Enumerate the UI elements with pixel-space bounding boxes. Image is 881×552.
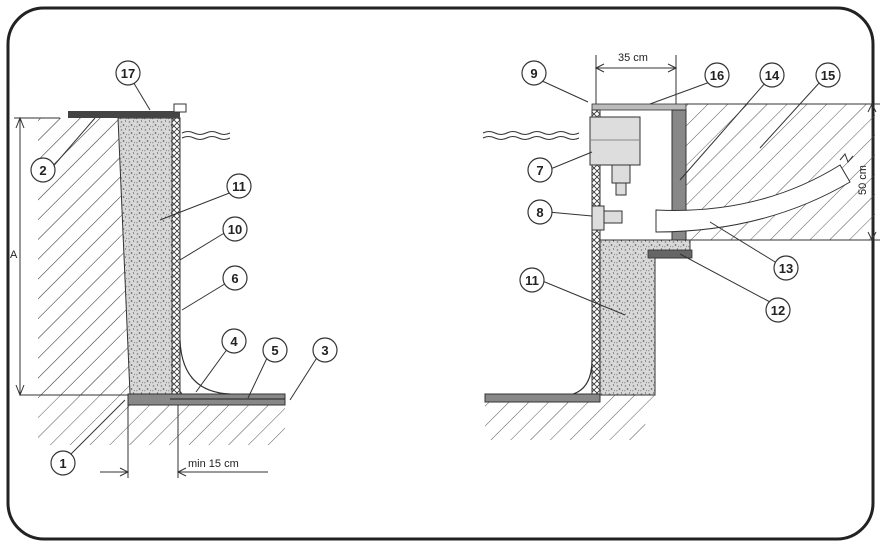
callout-5: 5 <box>262 337 288 363</box>
callout-9: 9 <box>521 60 547 86</box>
liner-cove <box>179 339 231 395</box>
svg-text:16: 16 <box>710 68 724 83</box>
soil-left-upper <box>38 118 120 395</box>
right-section: 35 cm 50 cm 9 16 <box>482 52 880 440</box>
svg-text:11: 11 <box>525 273 539 288</box>
svg-text:10: 10 <box>228 222 242 237</box>
svg-text:13: 13 <box>779 261 793 276</box>
svg-text:5: 5 <box>271 343 278 358</box>
dimension-a-label: A <box>10 249 18 261</box>
soil-right <box>485 104 875 440</box>
svg-text:15: 15 <box>821 68 835 83</box>
width-top-label: 35 cm <box>618 52 648 64</box>
svg-text:4: 4 <box>230 334 238 349</box>
depth-right-label: 50 cm <box>857 165 869 195</box>
return-nozzle <box>591 205 605 231</box>
svg-text:1: 1 <box>59 456 66 471</box>
callout-6: 6 <box>222 265 248 291</box>
coping-right <box>591 103 687 111</box>
callout-3: 3 <box>312 337 338 363</box>
callout-14: 14 <box>759 62 785 88</box>
callout-11-right: 11 <box>519 267 545 293</box>
callout-2: 2 <box>30 157 56 183</box>
callout-11-left: 11 <box>226 173 252 199</box>
svg-text:6: 6 <box>231 271 238 286</box>
pool-wall-panel <box>171 117 181 395</box>
callout-13: 13 <box>773 255 799 281</box>
callout-7: 7 <box>527 157 553 183</box>
svg-text:7: 7 <box>536 163 543 178</box>
callout-15: 15 <box>815 62 841 88</box>
coping-left <box>68 111 180 118</box>
svg-text:9: 9 <box>530 66 537 81</box>
left-section: A min 15 cm 17 2 <box>10 60 338 478</box>
svg-text:8: 8 <box>536 205 543 220</box>
svg-text:2: 2 <box>39 163 46 178</box>
svg-text:11: 11 <box>232 179 246 194</box>
callout-4: 4 <box>221 328 247 354</box>
pipe <box>655 164 851 233</box>
callout-10: 10 <box>222 216 248 242</box>
min-gap-label: min 15 cm <box>188 458 239 470</box>
svg-text:3: 3 <box>321 343 328 358</box>
callout-8: 8 <box>527 199 553 225</box>
pool-floor-right <box>484 393 601 403</box>
callout-12: 12 <box>765 297 791 323</box>
svg-text:12: 12 <box>771 303 785 318</box>
skimmer-body <box>589 116 641 166</box>
svg-text:17: 17 <box>121 66 135 81</box>
callout-1: 1 <box>50 450 76 476</box>
svg-text:14: 14 <box>765 68 780 83</box>
callout-16: 16 <box>704 62 730 88</box>
callout-17: 17 <box>115 60 141 86</box>
